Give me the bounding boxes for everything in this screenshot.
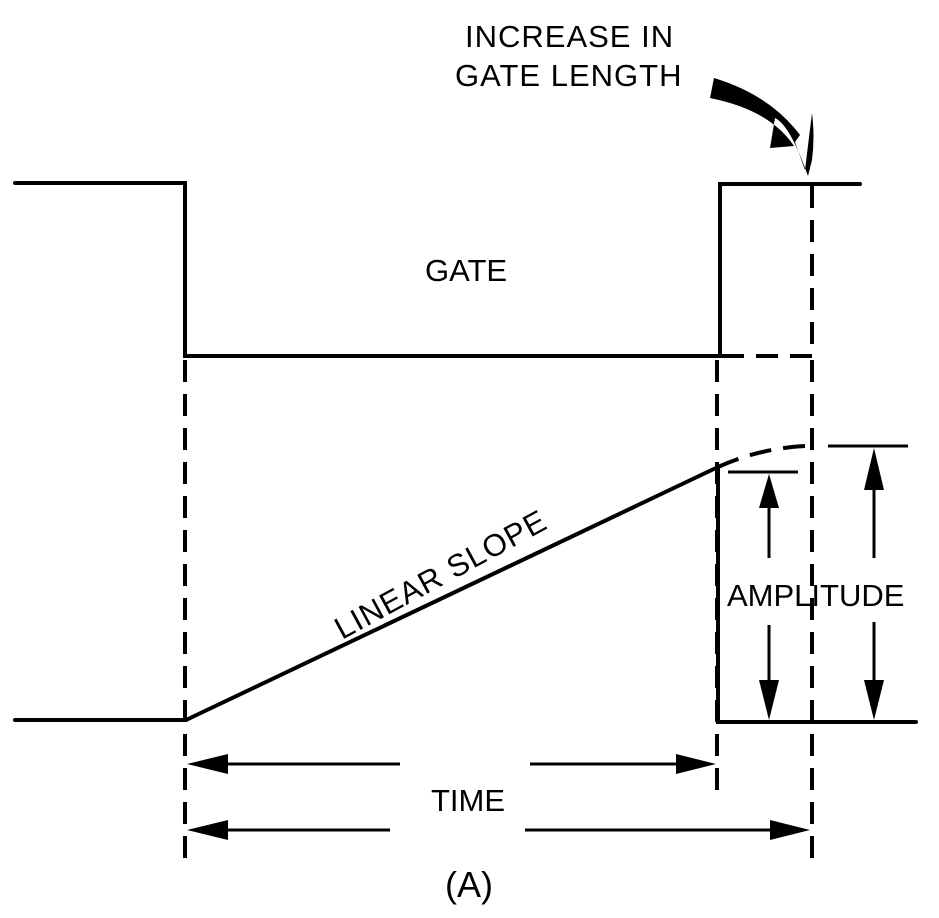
amp-outer-down-arrow xyxy=(864,680,884,720)
amp-outer-up-arrow xyxy=(864,448,884,490)
amp-inner-up-arrow xyxy=(759,474,779,508)
gate-extension-dashed xyxy=(722,186,814,358)
linear-slope-line xyxy=(184,465,720,722)
ramp-flyback xyxy=(716,465,918,724)
time-arrow-2-right-head xyxy=(770,820,810,840)
figure-id-label: (A) xyxy=(445,864,493,905)
extended-ramp-dashed xyxy=(717,444,807,469)
gate-waveform xyxy=(13,181,862,358)
linear-slope-label: LINEAR SLOPE xyxy=(329,503,553,646)
amp-inner-down-arrow xyxy=(759,680,779,720)
annotation-line-1: INCREASE IN xyxy=(465,19,674,54)
time-label: TIME xyxy=(431,783,505,818)
time-arrow-1-right-head xyxy=(676,754,716,774)
annotation-line-2: GATE LENGTH xyxy=(455,58,682,93)
gate-label: GATE xyxy=(425,253,507,288)
amplitude-label: AMPLITUDE xyxy=(727,578,904,613)
time-arrow-1-left-head xyxy=(187,754,228,774)
curved-pointer-arrow xyxy=(710,78,814,176)
time-arrow-2-left-head xyxy=(187,820,228,840)
